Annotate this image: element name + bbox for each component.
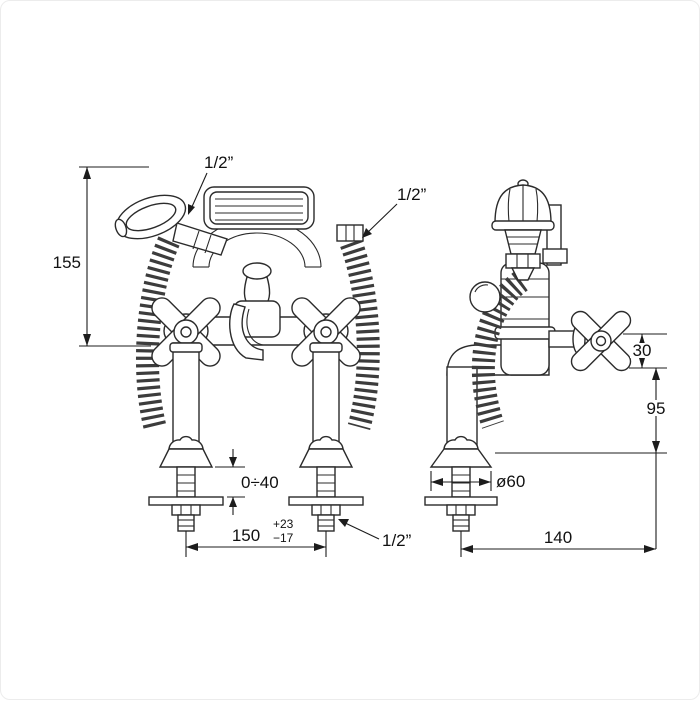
dim-deck-0-40: 0÷40 — [215, 449, 279, 515]
dim-thread-top: 1/2” — [188, 153, 234, 215]
hose-connector-nut — [336, 224, 364, 242]
dim-thread-tail: 1/2” — [338, 519, 412, 550]
dim-label-tol-plus: +23 — [273, 517, 294, 531]
leg-right — [309, 342, 343, 450]
dim-label-95: 95 — [647, 399, 666, 418]
dim-distance-150: 150 +23 −17 — [185, 517, 327, 557]
dim-label-155: 155 — [53, 253, 81, 272]
dim-label-tol-minus: −17 — [273, 531, 294, 545]
cross-handle-right — [291, 297, 361, 367]
hand-shower-side — [491, 179, 555, 281]
diverter-knob — [242, 262, 272, 306]
diverter-ball-side — [469, 281, 501, 313]
dim-label-30: 30 — [633, 341, 652, 360]
dim-offset-30: 30 — [623, 333, 667, 369]
dim-label-thread-top: 1/2” — [204, 153, 234, 172]
dim-label-thread-tail: 1/2” — [382, 531, 412, 550]
dimensions: 155 1/2” 1/2” 0÷40 150 — [53, 153, 670, 557]
dim-label-60: ø60 — [496, 472, 525, 491]
dim-flange-60: ø60 — [430, 471, 525, 491]
dim-thread-hose: 1/2” — [362, 185, 427, 238]
spout — [229, 303, 264, 361]
hand-shower-front — [114, 194, 228, 256]
dim-height-155: 155 — [53, 166, 151, 347]
front-view — [114, 186, 380, 532]
side-view — [424, 179, 632, 532]
handset-cradle — [203, 186, 315, 230]
dim-depth-140: 140 — [460, 528, 656, 557]
base-side — [424, 435, 498, 532]
shower-hose-right — [340, 238, 380, 431]
dim-label-150: 150 — [232, 526, 260, 545]
mixer-body-side — [494, 262, 556, 376]
shower-hose-side — [471, 271, 529, 429]
dim-label-deck: 0÷40 — [241, 473, 279, 492]
dim-label-thread-hose: 1/2” — [397, 185, 427, 204]
leg-left — [169, 342, 203, 450]
base-left — [148, 435, 224, 532]
dim-height-95: 95 — [495, 368, 670, 549]
cross-handle-side — [570, 310, 632, 372]
base-right — [288, 435, 364, 532]
cross-handle-left — [151, 297, 221, 367]
dim-label-140: 140 — [544, 528, 572, 547]
